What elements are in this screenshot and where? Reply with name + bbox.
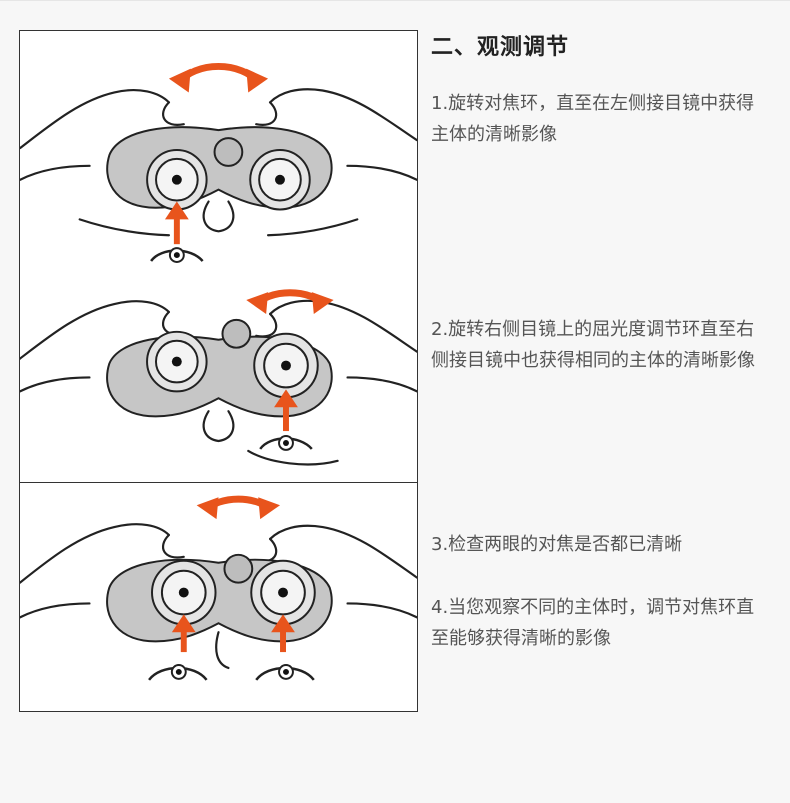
right-eye-icon <box>255 663 315 681</box>
step-4-text: 4.当您观察不同的主体时，调节对焦环直至能够获得清晰的影像 <box>431 597 755 649</box>
binocular-illustration-1 <box>20 62 417 264</box>
rotate-arrow-icon <box>176 62 261 85</box>
illustration-panel-2 <box>19 264 418 483</box>
left-eyepiece <box>151 559 217 626</box>
step-1-text: 1.旋转对焦环，直至在左侧接目镜中获得主体的清晰影像 <box>431 93 755 145</box>
right-hand-outline <box>268 88 417 142</box>
illustration-panel-3 <box>19 483 418 712</box>
binocular-illustration-2 <box>20 289 417 466</box>
focus-wheel <box>213 137 244 167</box>
focus-wheel <box>221 318 252 349</box>
section-title: 二、观测调节 <box>431 35 570 60</box>
left-eyepiece <box>146 148 208 211</box>
right-eyepiece <box>250 559 316 626</box>
left-eye-icon <box>148 663 208 681</box>
top-divider <box>0 0 790 1</box>
right-eyepiece <box>249 148 311 211</box>
step-2-text: 2.旋转右侧目镜上的屈光度调节环直至右侧接目镜中也获得相同的主体的清晰影像 <box>431 319 755 371</box>
illustration-panel-1 <box>19 30 418 265</box>
right-eye-icon <box>259 435 313 451</box>
left-hand-outline <box>20 89 171 150</box>
right-eyepiece <box>253 332 319 399</box>
step-3-text: 3.检查两眼的对焦是否都已清晰 <box>431 534 683 555</box>
focus-wheel <box>223 553 254 584</box>
nose-outline <box>202 200 235 233</box>
binocular-illustration-3 <box>20 495 417 681</box>
left-eye-icon <box>150 247 204 264</box>
left-eyepiece <box>146 330 208 393</box>
